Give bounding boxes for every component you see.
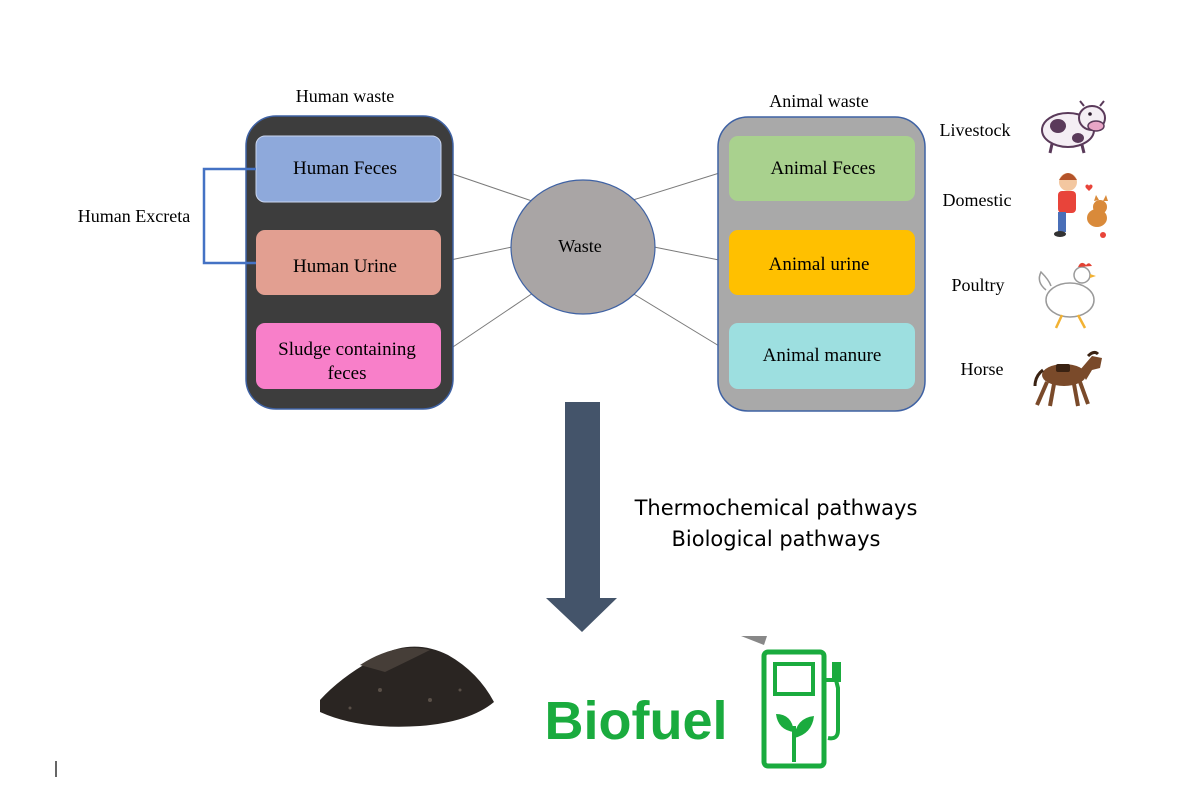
- connector-animal-urine: [653, 246, 730, 263]
- animal-urine-label: Animal urine: [769, 254, 870, 275]
- horse-icon: [1033, 350, 1102, 407]
- thermochemical-pathways-label: Thermochemical pathways: [634, 496, 918, 520]
- sludge-label-line1: Sludge containing: [278, 339, 416, 360]
- waste-circle: [510, 179, 656, 315]
- human-urine-box: [256, 230, 441, 295]
- connector-sludge: [440, 292, 534, 356]
- connector-human-feces: [440, 169, 533, 202]
- fuel-pump-leaf-icon: [741, 636, 841, 769]
- human-waste-title: Human waste: [296, 86, 394, 106]
- domestic-label: Domestic: [943, 190, 1012, 210]
- livestock-label: Livestock: [940, 120, 1011, 140]
- connector-animal-manure: [631, 292, 730, 353]
- poultry-label: Poultry: [951, 275, 1004, 295]
- biofuel-label: Biofuel: [545, 691, 728, 751]
- horse-label: Horse: [961, 359, 1004, 379]
- human-feces-label: Human Feces: [293, 158, 397, 179]
- animal-feces-box: [729, 136, 915, 201]
- animal-manure-box: [729, 323, 915, 389]
- biological-pathways-label: Biological pathways: [671, 527, 880, 551]
- soil-pile-icon: [320, 646, 494, 727]
- sludge-box: [256, 323, 441, 389]
- connector-animal-feces: [632, 169, 730, 201]
- human-excreta-bracket: [202, 167, 256, 265]
- animal-waste-title: Animal waste: [769, 91, 868, 111]
- person-with-dog-icon: [1054, 173, 1108, 238]
- waste-label: Waste: [558, 236, 602, 256]
- cow-icon: [1041, 100, 1106, 154]
- human-excreta-label: Human Excreta: [78, 206, 190, 226]
- human-urine-label: Human Urine: [293, 256, 397, 277]
- animal-feces-label: Animal Feces: [770, 158, 875, 179]
- animal-urine-box: [729, 230, 915, 295]
- sludge-label-line2: feces: [327, 363, 366, 384]
- animal-manure-label: Animal manure: [763, 345, 882, 366]
- down-arrow: [546, 402, 617, 632]
- chicken-icon: [1038, 262, 1096, 329]
